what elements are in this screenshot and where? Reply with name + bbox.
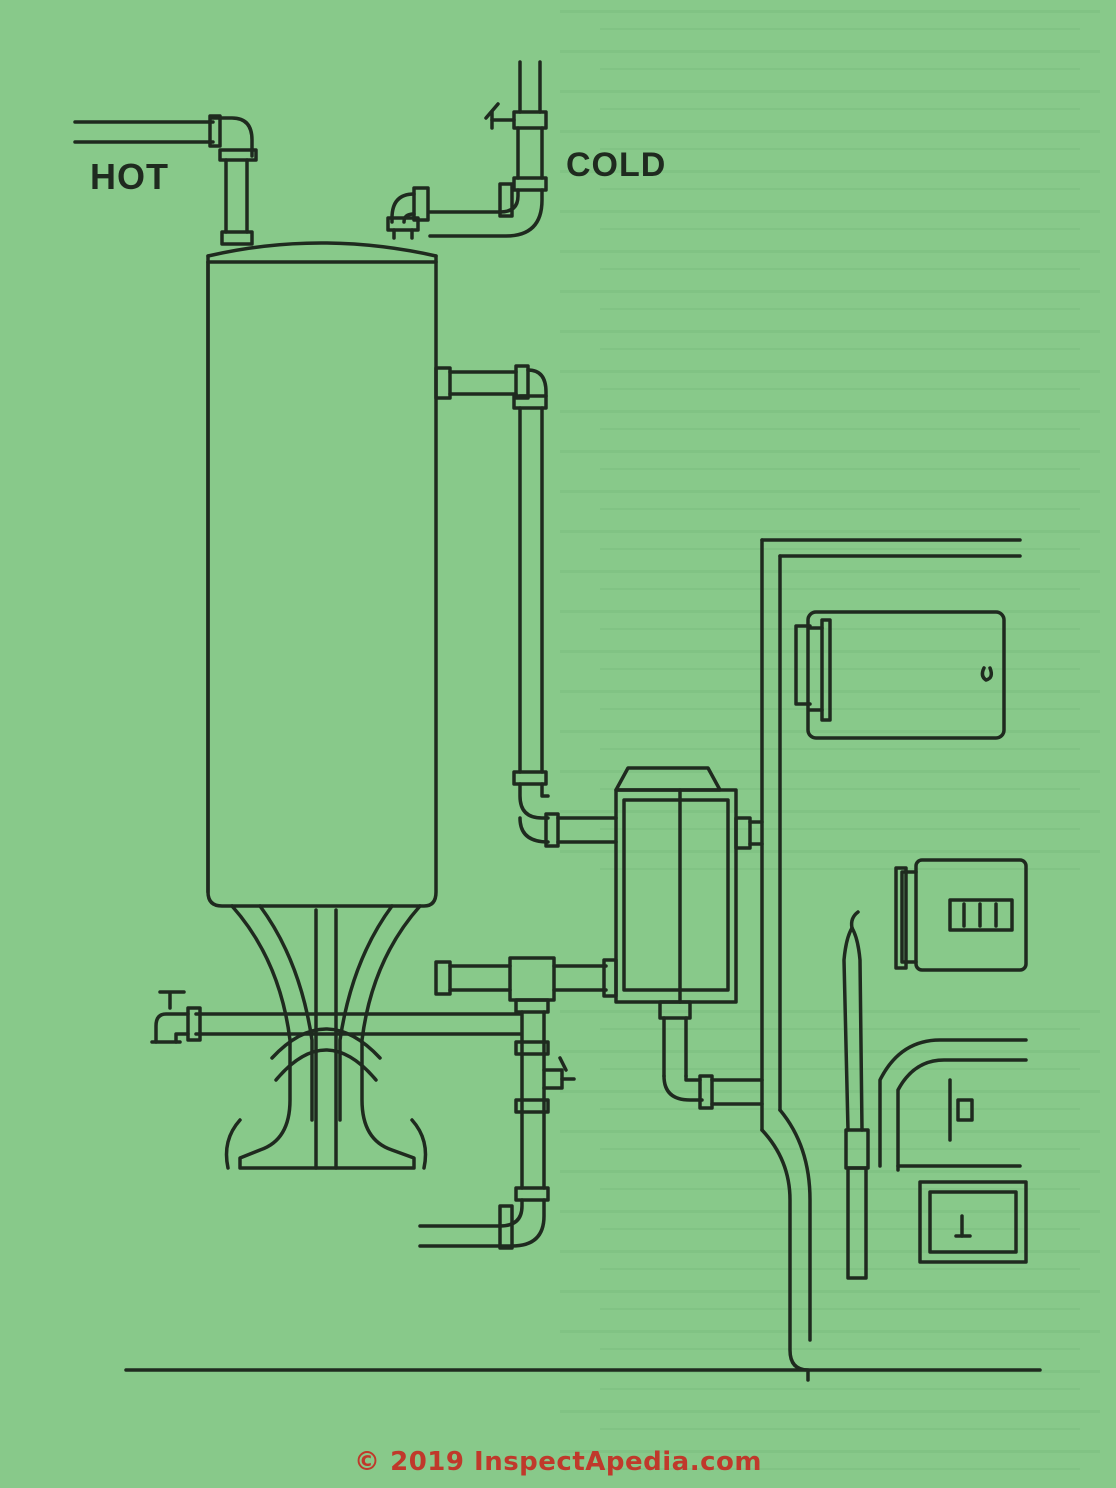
cold-label: COLD	[566, 146, 667, 184]
storage-tank	[206, 241, 438, 908]
kitchen-range	[760, 538, 1028, 1382]
tank-stand	[224, 904, 428, 1170]
drain-faucet	[150, 990, 522, 1044]
hot-outlet-pipe	[73, 114, 258, 246]
upper-circulation-pipe	[434, 364, 618, 848]
hot-label: HOT	[90, 156, 169, 197]
lower-circulation-pipe	[418, 956, 618, 1250]
heater-coil-box	[614, 766, 764, 1110]
cold-inlet-pipe	[386, 60, 548, 240]
watermark-text: © 2019 InspectApedia.com	[354, 1447, 762, 1477]
